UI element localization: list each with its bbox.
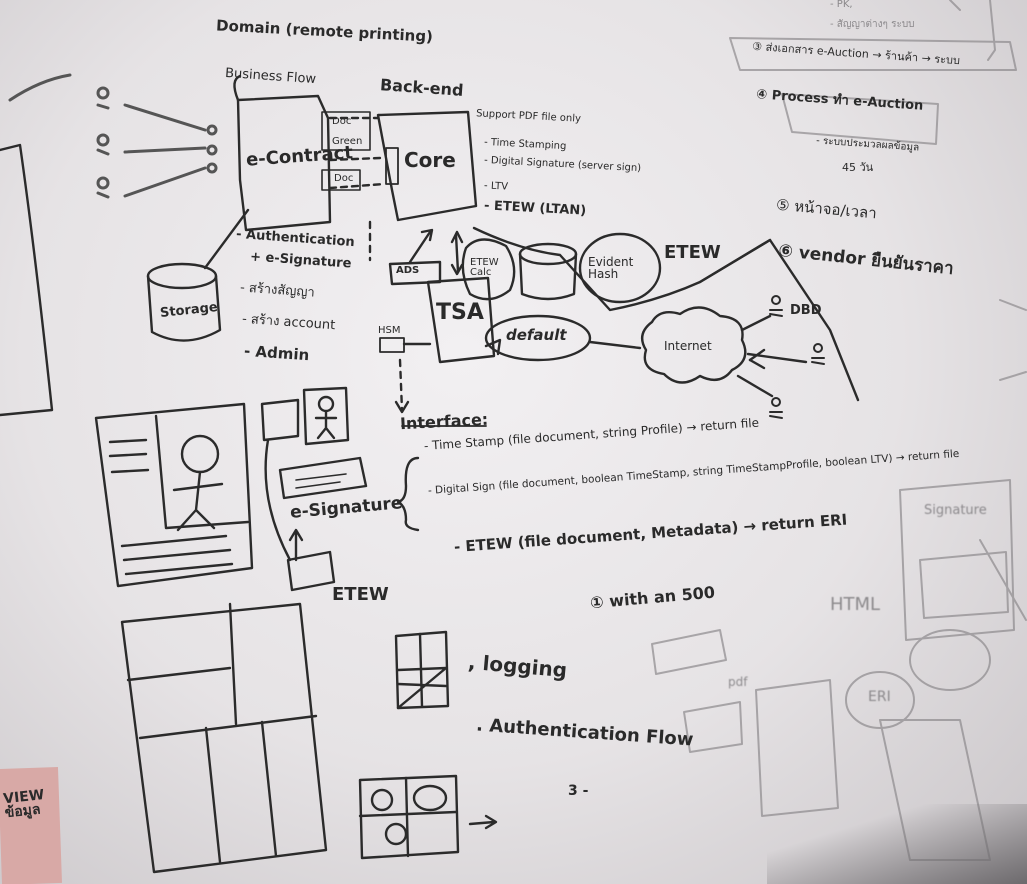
core-label: Core bbox=[404, 150, 456, 170]
auth-list-item: - Admin bbox=[244, 344, 310, 364]
core-feature: - LTV bbox=[484, 181, 508, 192]
right-top-faint-note: - PK, bbox=[830, 0, 853, 10]
item-three: 3 - bbox=[568, 784, 588, 798]
etew-label: ETEW bbox=[664, 244, 721, 262]
ads-label: ADS bbox=[396, 266, 419, 276]
doc-label-1: Doc bbox=[332, 117, 351, 127]
default-label: default bbox=[506, 328, 567, 343]
pdf-faint-note: pdf bbox=[728, 676, 747, 688]
user-icons bbox=[10, 75, 216, 197]
html-faint-note: HTML bbox=[830, 596, 880, 614]
bottom-wireframe bbox=[360, 776, 458, 858]
internet-label: Internet bbox=[664, 340, 712, 352]
sticky-note bbox=[0, 767, 62, 884]
step-4-sub-note-2: 45 วัน bbox=[842, 162, 873, 173]
id-card-sketch bbox=[96, 404, 252, 586]
tsa-label: TSA bbox=[436, 302, 484, 324]
doc-label-2: Doc bbox=[334, 174, 353, 184]
dbd-label: DBD bbox=[790, 304, 822, 317]
left-partial-frame bbox=[0, 145, 52, 415]
interface-title: Interface: bbox=[400, 412, 489, 433]
hsm-label: HSM bbox=[378, 326, 401, 336]
etew-calc-label: ETEW Calc bbox=[470, 258, 510, 278]
board-shadow bbox=[767, 804, 1027, 884]
evident-hash-label: Evident Hash bbox=[588, 256, 648, 280]
eri-faint-note: ERI bbox=[868, 690, 891, 704]
signature-faint-note: Signature bbox=[924, 504, 987, 517]
right-top-faint-note: - สัญญาต่างๆ ระบบ bbox=[830, 20, 915, 30]
etew-left-label: ETEW bbox=[332, 586, 389, 604]
green-label: Green bbox=[332, 137, 362, 147]
wireframe-grid bbox=[122, 604, 326, 872]
sticky-note-text: VIEW ข้อมูล bbox=[3, 788, 50, 820]
